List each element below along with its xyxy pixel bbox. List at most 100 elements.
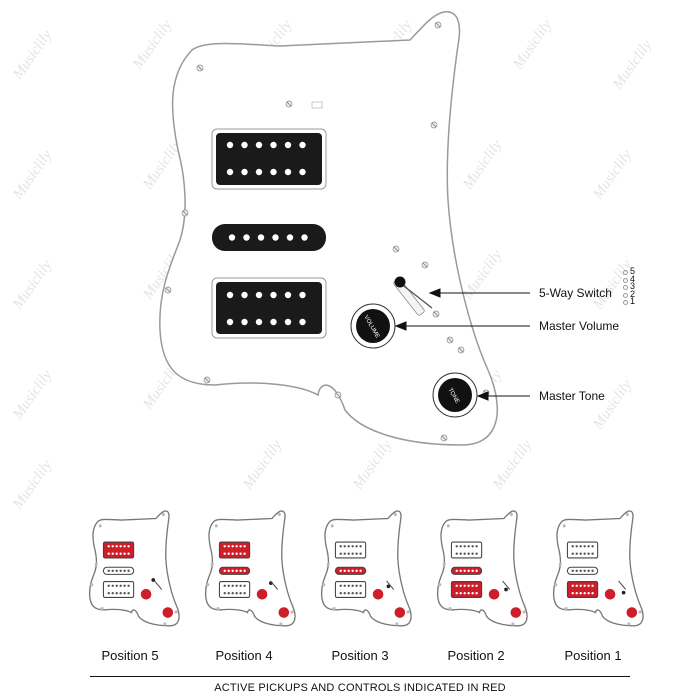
switch-position-diagrams: [88, 510, 644, 627]
pole-piece: [241, 168, 248, 176]
watermark-text: Musiclily: [10, 457, 56, 513]
active-tone-knob: [394, 607, 406, 618]
active-humbucker: [102, 541, 135, 559]
active-volume-knob: [372, 588, 384, 600]
watermark-text: Musiclily: [610, 37, 656, 93]
active-volume-knob: [604, 588, 616, 600]
pole-piece: [270, 318, 277, 326]
active-volume-knob: [140, 588, 152, 600]
pole-piece: [255, 168, 263, 176]
position-label: Position 4: [215, 648, 273, 663]
callout-arrows: [394, 288, 530, 401]
switch-tip: [151, 578, 156, 582]
watermark-text: Musiclily: [350, 437, 396, 493]
switch-callout-label: 5-Way Switch: [539, 286, 612, 300]
pole-piece: [284, 141, 292, 149]
switch-pos-2: 2: [622, 288, 636, 299]
inactive-humbucker: [334, 581, 367, 598]
pole-piece: [299, 168, 306, 176]
pole-piece: [241, 318, 248, 326]
inactive-humbucker: [566, 541, 599, 559]
watermark-text: Musiclily: [460, 247, 506, 303]
master-volume-knob: VOLUME: [350, 303, 396, 349]
active-tone-knob: [510, 607, 522, 618]
master-tone-knob: TONE: [432, 372, 478, 418]
main-pickguard: [159, 11, 499, 446]
position-label: Position 2: [447, 648, 505, 663]
mini-pickguard: [204, 510, 296, 627]
inactive-single-coil: [566, 566, 599, 575]
switch-pos-1: 1: [622, 296, 636, 307]
pole-piece: [284, 291, 292, 299]
watermark-text: Musiclily: [590, 147, 636, 203]
active-humbucker: [218, 541, 251, 559]
pole-piece: [286, 234, 294, 241]
pole-piece: [284, 318, 292, 326]
pole-piece: [228, 234, 236, 241]
watermark-text: Musiclily: [240, 437, 286, 493]
neck-humbucker-pickup: [211, 128, 327, 190]
switch-tip: [504, 587, 508, 592]
mini-pickguard: [320, 510, 412, 627]
inactive-humbucker: [218, 581, 251, 598]
inactive-humbucker: [334, 541, 367, 559]
switch-position-numbers: 5 4 3 2 1: [622, 266, 636, 307]
watermark-text: Musiclily: [10, 367, 56, 423]
watermark-text: Musiclily: [10, 147, 56, 203]
watermark-text: Musiclily: [10, 257, 56, 313]
position-label: Position 3: [331, 648, 389, 663]
switch-pos-5: 5: [622, 266, 636, 276]
switch-tip: [386, 584, 391, 589]
tone-callout-label: Master Tone: [539, 389, 605, 403]
volume-callout-label: Master Volume: [539, 319, 620, 333]
position-label: Position 5: [101, 648, 159, 663]
pole-piece: [226, 168, 234, 176]
footer-caption: ACTIVE PICKUPS AND CONTROLS INDICATED IN…: [90, 676, 630, 694]
mini-pickguard: [552, 510, 644, 627]
watermark-text: Musiclily: [130, 17, 176, 73]
pole-piece: [255, 141, 263, 149]
active-single-coil: [218, 566, 251, 575]
watermark-text: Musiclily: [10, 27, 56, 83]
middle-single-coil-pickup: [212, 224, 326, 251]
pole-piece: [299, 318, 306, 326]
pole-piece: [257, 234, 265, 241]
pole-piece: [284, 168, 292, 176]
switch-tip: [621, 590, 626, 595]
active-humbucker: [566, 581, 599, 598]
active-single-coil: [334, 566, 367, 575]
five-way-switch: [393, 276, 433, 316]
watermark-text: Musiclily: [590, 377, 636, 433]
mini-pickguard: [88, 510, 180, 627]
pole-piece: [272, 234, 279, 241]
watermark-text: Musiclily: [460, 137, 506, 193]
active-tone-knob: [626, 607, 638, 618]
pole-piece: [299, 141, 306, 149]
pole-piece: [299, 291, 306, 299]
pole-piece: [255, 291, 263, 299]
pole-piece: [270, 291, 277, 299]
active-volume-knob: [488, 588, 500, 600]
watermark-text: Musiclily: [510, 17, 556, 73]
inactive-single-coil: [102, 566, 135, 575]
inactive-humbucker: [450, 541, 483, 559]
pole-piece: [301, 234, 308, 241]
pole-piece: [270, 168, 277, 176]
bridge-humbucker-pickup: [211, 277, 327, 339]
pole-piece: [241, 291, 248, 299]
switch-pos-3: 3: [622, 281, 636, 292]
pole-piece: [243, 234, 250, 241]
watermark-text: Musiclily: [490, 437, 536, 493]
pole-piece: [255, 318, 263, 326]
active-tone-knob: [278, 607, 290, 618]
pole-piece: [226, 318, 234, 326]
pickguard-screws: [164, 21, 490, 442]
active-volume-knob: [256, 588, 268, 600]
switch-pos-4: 4: [622, 273, 636, 284]
inactive-humbucker: [102, 581, 135, 598]
position-label: Position 1: [564, 648, 622, 663]
active-tone-knob: [162, 607, 174, 618]
mini-pickguard: [436, 510, 528, 627]
pole-piece: [226, 291, 234, 299]
